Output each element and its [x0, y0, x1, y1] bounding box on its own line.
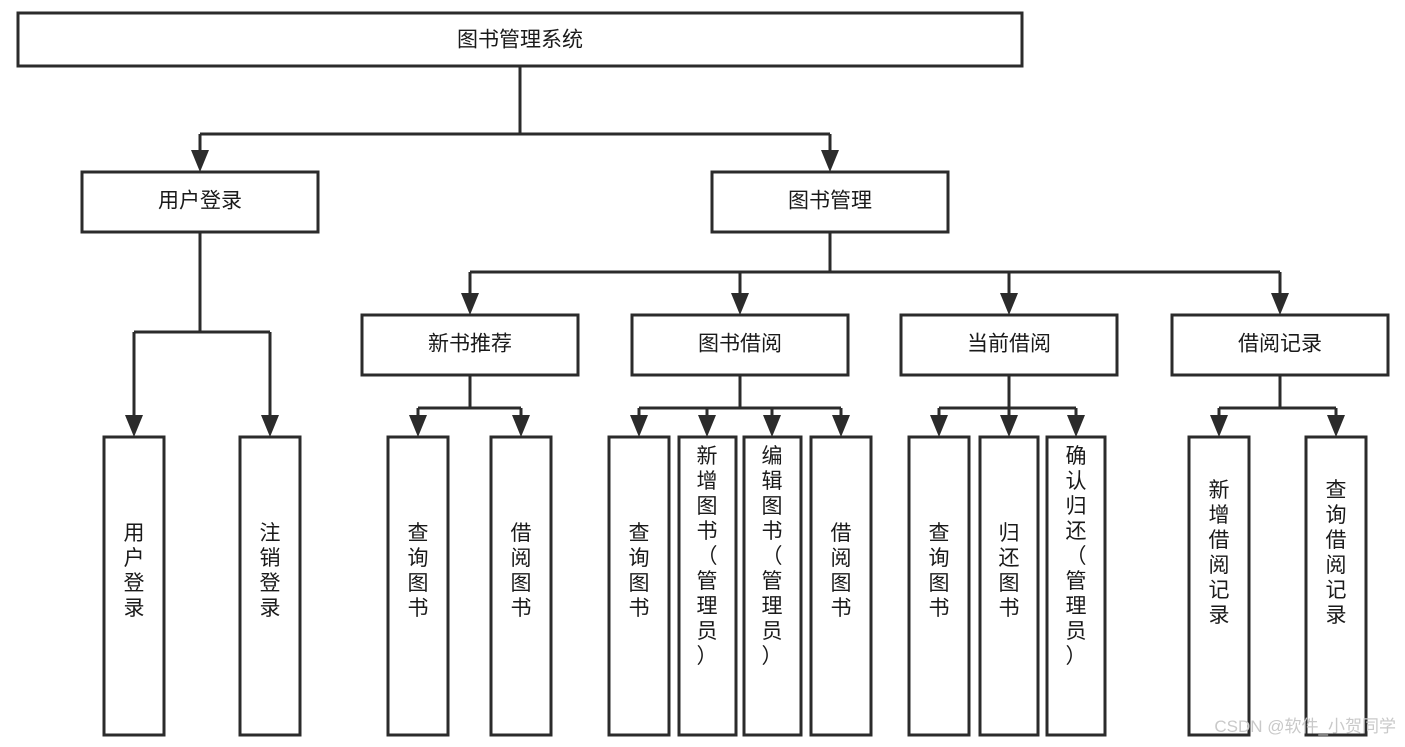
arrow-head-root-2 [821, 150, 839, 172]
leaf-box-user-login [102, 435, 166, 737]
leaf-box-return-book [978, 435, 1040, 737]
node-root-system[interactable]: 图书管理系统 [16, 11, 1024, 68]
connector-group-user-login [125, 232, 279, 437]
node-borrow-record[interactable]: 借阅记录 [1170, 313, 1390, 377]
node-new-book-recommend-label: 新书推荐 [428, 333, 512, 356]
node-book-borrow-label: 图书借阅 [698, 333, 782, 356]
arrow-head-currentborrow-3 [1067, 415, 1085, 437]
leaf-node[interactable]: 查询图书 [607, 435, 671, 737]
leaf-node[interactable]: 借阅图书 [809, 435, 873, 737]
leaf-label-query-book-1: 查询图书 [408, 522, 429, 620]
arrow-head-bookborrow-1 [630, 415, 648, 437]
watermark-label: CSDN @软件_小贺同学 [1214, 717, 1396, 736]
leaf-label-return-book: 归还图书 [999, 522, 1020, 620]
leaf-box-confirm-return [1045, 435, 1107, 737]
leaf-node[interactable]: 注销登录 [238, 435, 302, 737]
node-book-manage[interactable]: 图书管理 [710, 170, 950, 234]
leaf-box-query-record [1304, 435, 1368, 737]
arrow-head-bookmanage-2 [731, 293, 749, 315]
node-book-manage-box [710, 170, 950, 234]
node-user-login-label: 用户登录 [158, 190, 242, 213]
connector-group-book-borrow [630, 375, 850, 437]
arrow-head-newbook-2 [512, 415, 530, 437]
node-user-login-box [80, 170, 320, 234]
leaf-label-edit-book: 编辑图书（管理员） [762, 445, 783, 668]
leaf-box-borrow-book-1 [489, 435, 553, 737]
leaf-box-borrow-book-2 [809, 435, 873, 737]
leaf-label-query-book-3: 查询图书 [929, 522, 950, 620]
node-book-manage-label: 图书管理 [788, 190, 872, 213]
arrow-head-bookmanage-4 [1271, 293, 1289, 315]
node-new-book-recommend[interactable]: 新书推荐 [360, 313, 580, 377]
node-current-borrow[interactable]: 当前借阅 [899, 313, 1119, 377]
connector-group-current-borrow [930, 375, 1085, 437]
node-root-label: 图书管理系统 [457, 29, 583, 52]
node-current-borrow-box [899, 313, 1119, 377]
leaf-label-add-record: 新增借阅记录 [1209, 479, 1230, 627]
arrow-head-bookmanage-3 [1000, 293, 1018, 315]
arrow-head-borrowrecord-2 [1327, 415, 1345, 437]
leaf-label-borrow-book-1: 借阅图书 [511, 522, 532, 620]
connector-group-book-manage [461, 232, 1289, 315]
leaf-node[interactable]: 新增图书（管理员） [677, 435, 738, 737]
arrow-head-bookborrow-4 [832, 415, 850, 437]
leaf-box-edit-book [742, 435, 803, 737]
leaf-box-add-record [1187, 435, 1251, 737]
leaf-box-query-book-1 [386, 435, 450, 737]
arrow-head-bookborrow-2 [698, 415, 716, 437]
arrow-head-bookborrow-3 [763, 415, 781, 437]
leaf-node[interactable]: 新增借阅记录 [1187, 435, 1251, 737]
leaf-node[interactable]: 归还图书 [978, 435, 1040, 737]
arrow-head-bookmanage-1 [461, 293, 479, 315]
connector-group-new-book [409, 375, 530, 437]
leaf-box-query-book-3 [907, 435, 971, 737]
leaf-box-add-book [677, 435, 738, 737]
arrow-head-userlogin-1 [125, 415, 143, 437]
node-book-borrow[interactable]: 图书借阅 [630, 313, 850, 377]
node-borrow-record-box [1170, 313, 1390, 377]
node-current-borrow-label: 当前借阅 [967, 333, 1051, 356]
leaf-label-logout: 注销登录 [260, 522, 281, 620]
node-borrow-record-label: 借阅记录 [1238, 333, 1322, 356]
node-book-borrow-box [630, 313, 850, 377]
leaf-label-confirm-return: 确认归还（管理员） [1066, 445, 1087, 668]
node-user-login[interactable]: 用户登录 [80, 170, 320, 234]
leaf-node[interactable]: 用户登录 [102, 435, 166, 737]
arrow-head-userlogin-2 [261, 415, 279, 437]
arrow-head-currentborrow-1 [930, 415, 948, 437]
arrow-head-borrowrecord-1 [1210, 415, 1228, 437]
leaf-label-add-book: 新增图书（管理员） [697, 445, 718, 668]
arrow-head-newbook-1 [409, 415, 427, 437]
node-root-box [16, 11, 1024, 68]
leaf-node[interactable]: 编辑图书（管理员） [742, 435, 803, 737]
leaf-box-logout [238, 435, 302, 737]
leaf-label-query-book-2: 查询图书 [629, 522, 650, 620]
leaf-label-borrow-book-2: 借阅图书 [831, 522, 852, 620]
node-new-book-recommend-box [360, 313, 580, 377]
leaf-node[interactable]: 查询图书 [907, 435, 971, 737]
connector-group-borrow-record [1210, 375, 1345, 437]
leaf-node[interactable]: 查询图书 [386, 435, 450, 737]
connector-group-root [191, 66, 839, 172]
leaf-node[interactable]: 借阅图书 [489, 435, 553, 737]
leaf-node[interactable]: 确认归还（管理员） [1045, 435, 1107, 737]
leaf-label-user-login: 用户登录 [124, 522, 145, 620]
leaf-node[interactable]: 查询借阅记录 [1304, 435, 1368, 737]
leaf-label-query-record: 查询借阅记录 [1326, 479, 1347, 627]
arrow-head-root-1 [191, 150, 209, 172]
arrow-head-currentborrow-2 [1000, 415, 1018, 437]
leaf-box-query-book-2 [607, 435, 671, 737]
